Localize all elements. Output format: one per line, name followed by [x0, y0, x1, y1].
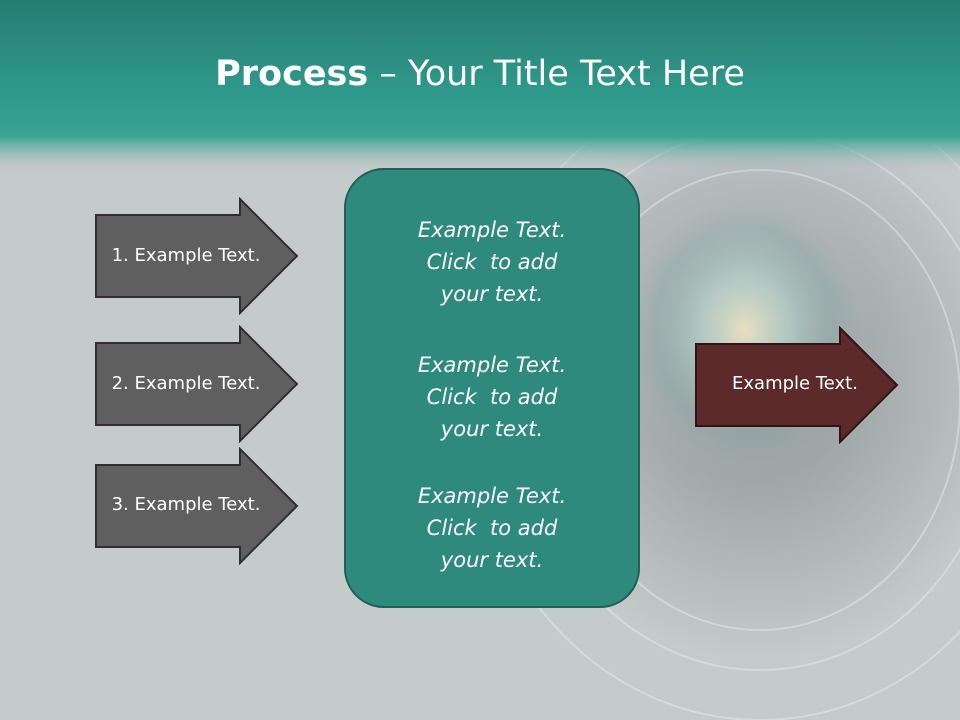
slide-title: Process – Your Title Text Here: [0, 52, 960, 96]
center-block-2: Example Text. Click to add your text.: [346, 349, 638, 445]
center-block-2-line3: your text.: [440, 417, 544, 441]
center-block-1-line1: Example Text.: [417, 218, 567, 242]
center-block-1-line2: Click to add: [426, 250, 558, 274]
center-box: Example Text. Click to add your text. Ex…: [344, 168, 640, 608]
title-rest: – Your Title Text Here: [368, 54, 745, 94]
center-block-1: Example Text. Click to add your text.: [346, 214, 638, 310]
left-arrow-3: [95, 447, 299, 565]
left-arrow-1-label: 1. Example Text.: [111, 245, 261, 266]
center-block-3-line1: Example Text.: [417, 484, 567, 508]
header-band: [0, 0, 960, 175]
center-block-1-line3: your text.: [440, 282, 544, 306]
left-arrow-2: [95, 325, 299, 443]
left-arrow-3-label: 3. Example Text.: [111, 494, 261, 515]
center-block-2-line1: Example Text.: [417, 353, 567, 377]
center-block-3-line3: your text.: [440, 548, 544, 572]
center-block-2-line2: Click to add: [426, 385, 558, 409]
center-block-3: Example Text. Click to add your text.: [346, 480, 638, 576]
right-arrow-label: Example Text.: [732, 373, 858, 394]
right-arrow: [695, 326, 899, 444]
title-bold: Process: [215, 54, 369, 94]
left-arrow-2-label: 2. Example Text.: [111, 373, 261, 394]
center-block-3-line2: Click to add: [426, 516, 558, 540]
left-arrow-1: [95, 197, 299, 315]
